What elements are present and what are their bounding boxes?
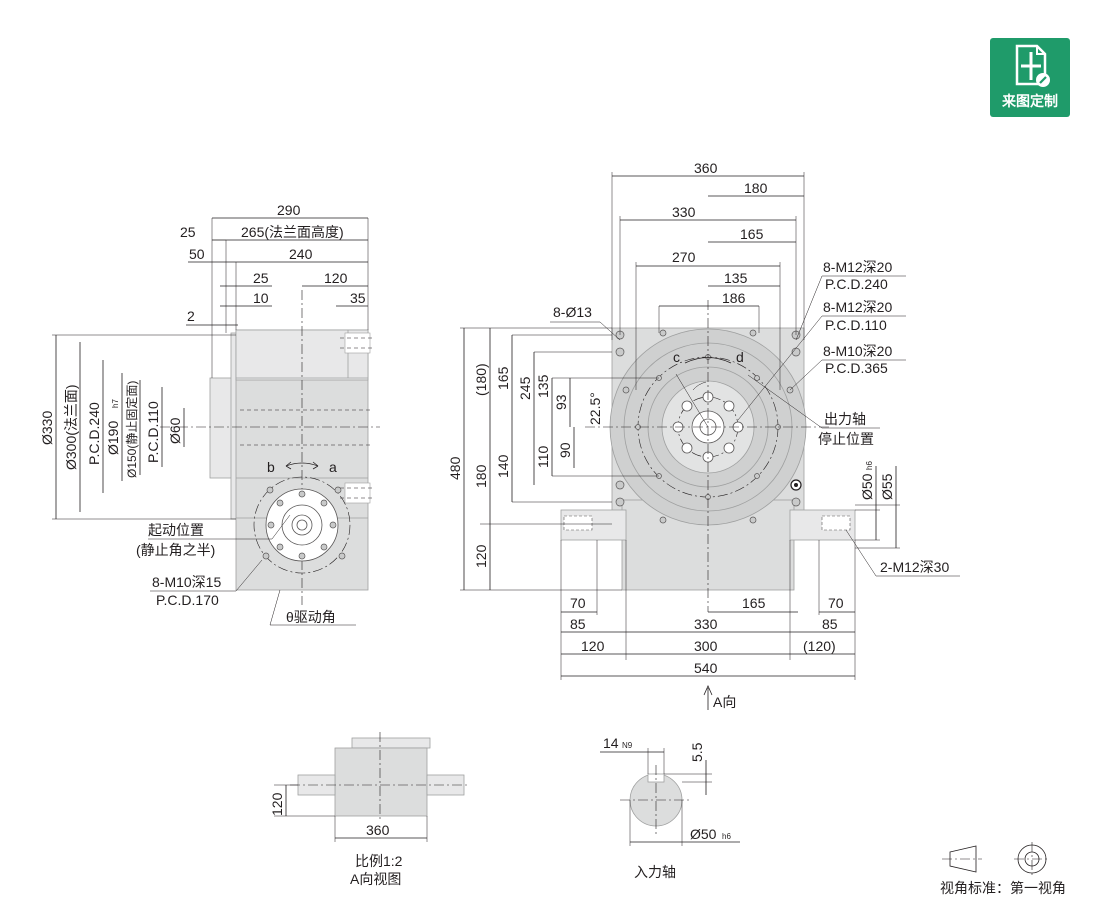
rotation-label-a: a xyxy=(329,459,337,475)
callout-drive-angle: θ驱动角 xyxy=(286,609,336,625)
dim-shaft-dia: Ø50 xyxy=(859,473,875,500)
dim-bottom-330: 330 xyxy=(694,616,718,632)
dim-side-25a: 25 xyxy=(180,224,196,240)
dim-side-290: 290 xyxy=(277,202,301,218)
dim-front-330: 330 xyxy=(672,204,696,220)
custom-drawing-icon xyxy=(1015,44,1050,87)
dim-key-depth: 5.5 xyxy=(689,742,705,762)
dim-front-135: 135 xyxy=(724,270,748,286)
dim-bottom-70-right: 70 xyxy=(828,595,844,611)
dim-front-270: 270 xyxy=(672,249,696,265)
dim-front-180: 180 xyxy=(744,180,768,196)
dim-front-186: 186 xyxy=(722,290,746,306)
dim-bottom-85-right: 85 xyxy=(822,616,838,632)
dim-side-35: 35 xyxy=(350,290,366,306)
dim-side-pcd110: P.C.D.110 xyxy=(145,401,161,463)
dim-bottom-85-left: 85 xyxy=(570,616,586,632)
dim-front-180-lower: 180 xyxy=(473,464,489,488)
dim-front-110: 110 xyxy=(535,445,551,468)
input-shaft-title: 入力轴 xyxy=(634,864,676,880)
callout-start-position: 起动位置 xyxy=(148,522,204,538)
input-shaft-view: 14 N9 5.5 Ø50 h6 入力轴 xyxy=(600,735,740,880)
dim-side-120: 120 xyxy=(324,270,348,286)
callout-right-2-spec: 8-M12深20 xyxy=(823,299,892,315)
projection-label: 视角标准：第一视角 xyxy=(940,880,1066,896)
dim-view-a-width: 360 xyxy=(366,822,390,838)
dim-shaft-dia-tol: h6 xyxy=(865,461,874,470)
dim-side-300: Ø300(法兰面) xyxy=(63,384,79,470)
callout-stop-position: 停止位置 xyxy=(818,431,874,447)
dim-side-2: 2 xyxy=(187,308,195,324)
dim-side-190-tol: h7 xyxy=(111,399,120,408)
rotation-label-b: b xyxy=(267,459,275,475)
dim-side-150: Ø150(静止固定面) xyxy=(124,381,139,478)
dim-front-165-left: 165 xyxy=(495,366,511,390)
dim-side-10: 10 xyxy=(253,290,269,306)
dim-front-360: 360 xyxy=(694,160,718,176)
dim-input-dia: Ø50 xyxy=(690,826,717,842)
dim-view-a-height: 120 xyxy=(269,792,285,816)
dim-side-50: 50 xyxy=(189,246,205,262)
dim-front-90: 90 xyxy=(557,442,573,458)
callout-thread-m10: 8-M10深15 xyxy=(152,574,221,590)
rotation-label-c: c xyxy=(673,349,680,365)
dim-front-140: 140 xyxy=(495,454,511,478)
callout-right-3-pcd: P.C.D.365 xyxy=(825,360,888,376)
dim-bottom-120: 120 xyxy=(581,638,605,654)
projection-symbol: 视角标准：第一视角 xyxy=(940,842,1066,896)
dim-side-25b: 25 xyxy=(253,270,269,286)
dim-side-330: Ø330 xyxy=(39,411,55,445)
dim-key-width: 14 xyxy=(603,735,619,751)
dim-key-width-tol: N9 xyxy=(622,741,633,750)
callout-output-shaft: 出力轴 xyxy=(824,411,866,427)
dim-front-180-upper: (180) xyxy=(473,363,489,396)
dim-front-120-left: 120 xyxy=(473,544,489,568)
dim-bottom-540: 540 xyxy=(694,660,718,676)
dim-front-165: 165 xyxy=(740,226,764,242)
dim-front-angle: 22.5° xyxy=(587,392,603,425)
badge-label: 来图定制 xyxy=(1002,94,1058,110)
dim-front-135-left: 135 xyxy=(535,374,551,398)
view-direction-a: A向 xyxy=(713,694,736,710)
callout-right-1-pcd: P.C.D.240 xyxy=(825,276,888,292)
view-a: 120 360 比例1:2 A向视图 xyxy=(269,732,470,887)
dim-front-93: 93 xyxy=(553,394,569,410)
dim-side-240: 240 xyxy=(289,246,313,262)
dim-bottom-70-left: 70 xyxy=(570,595,586,611)
callout-right-3-spec: 8-M10深20 xyxy=(823,343,892,359)
dim-side-60: Ø60 xyxy=(167,417,183,444)
callout-right-1-spec: 8-M12深20 xyxy=(823,259,892,275)
view-a-title: A向视图 xyxy=(350,871,401,887)
dim-shaft-55: Ø55 xyxy=(879,473,895,500)
dim-side-190: Ø190 xyxy=(105,421,121,455)
callout-shaft-thread: 2-M12深30 xyxy=(880,559,949,575)
dim-bottom-300: 300 xyxy=(694,638,718,654)
dim-bottom-165: 165 xyxy=(742,595,766,611)
front-view: c d 360 180 330 165 270 135 186 8-Ø13 xyxy=(447,160,960,710)
dim-input-dia-tol: h6 xyxy=(722,832,731,841)
callout-holes-13: 8-Ø13 xyxy=(553,304,592,320)
rotation-label-d: d xyxy=(736,349,744,365)
dim-side-pcd240: P.C.D.240 xyxy=(86,402,102,465)
dim-front-245: 245 xyxy=(517,376,533,400)
dim-front-480: 480 xyxy=(447,456,463,480)
dim-bottom-120-ref: (120) xyxy=(803,638,836,654)
side-view: b a 290 25 265(法兰面高度) 50 240 25 10 120 3… xyxy=(39,202,380,626)
custom-drawing-badge[interactable]: 来图定制 xyxy=(990,38,1070,117)
dim-side-265: 265(法兰面高度) xyxy=(241,224,344,240)
callout-right-2-pcd: P.C.D.110 xyxy=(825,317,887,333)
callout-thread-pcd170: P.C.D.170 xyxy=(156,592,219,608)
view-a-scale: 比例1:2 xyxy=(355,853,403,869)
callout-start-position-note: (静止角之半) xyxy=(136,542,215,558)
